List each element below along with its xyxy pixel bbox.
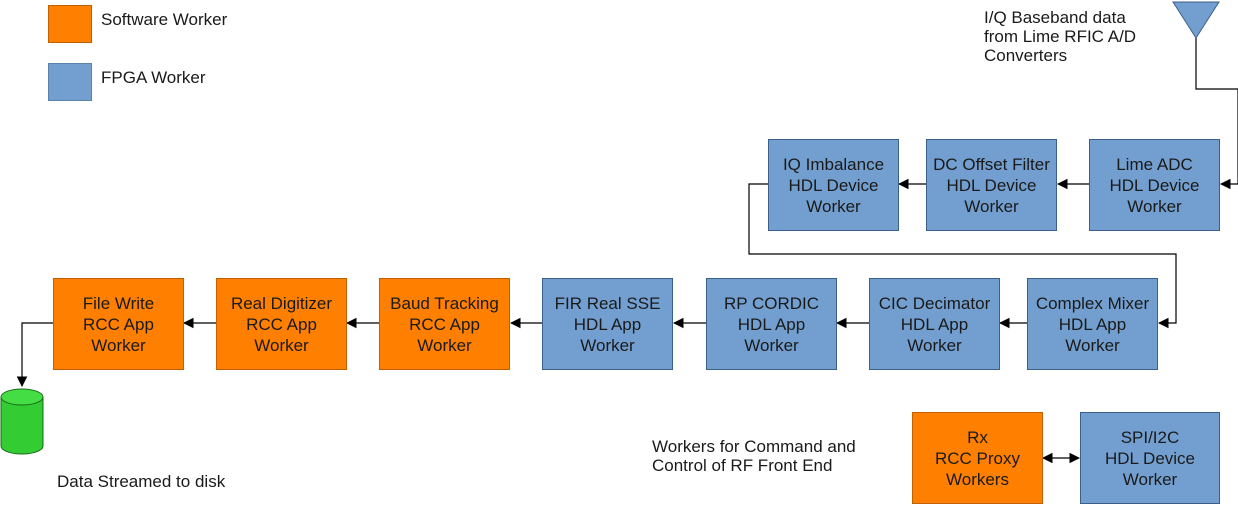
spi-i2c-worker[interactable]: SPI/I2C HDL Device Worker xyxy=(1080,412,1220,504)
connector-antenna-to-lime-adc xyxy=(1195,38,1238,190)
complex-mixer-worker[interactable]: Complex Mixer HDL App Worker xyxy=(1027,278,1158,370)
real-digitizer-worker[interactable]: Real Digitizer RCC App Worker xyxy=(216,278,347,370)
legend-software-label: Software Worker xyxy=(101,10,228,29)
antenna-icon xyxy=(1172,1,1220,39)
rp-cordic-worker[interactable]: RP CORDIC HDL App Worker xyxy=(706,278,837,370)
cic-decimator-worker[interactable]: CIC Decimator HDL App Worker xyxy=(869,278,1000,370)
legend-fpga-label: FPGA Worker xyxy=(101,68,206,87)
legend-fpga-swatch xyxy=(48,63,92,101)
disk-icon xyxy=(0,388,44,455)
control-label: Workers for Command and Control of RF Fr… xyxy=(652,437,856,475)
antenna-label: I/Q Baseband data from Lime RFIC A/D Con… xyxy=(984,8,1137,65)
iq-imbalance-worker[interactable]: IQ Imbalance HDL Device Worker xyxy=(768,139,899,231)
dc-offset-filter-worker[interactable]: DC Offset Filter HDL Device Worker xyxy=(926,139,1057,231)
lime-adc-worker[interactable]: Lime ADC HDL Device Worker xyxy=(1089,139,1220,231)
disk-label: Data Streamed to disk xyxy=(57,472,226,491)
baud-tracking-worker[interactable]: Baud Tracking RCC App Worker xyxy=(379,278,510,370)
connector-iq-imbalance-to-complex-mixer xyxy=(748,183,1177,329)
file-write-worker[interactable]: File Write RCC App Worker xyxy=(53,278,184,370)
fir-real-sse-worker[interactable]: FIR Real SSE HDL App Worker xyxy=(542,278,673,370)
rx-proxy-worker[interactable]: Rx RCC Proxy Workers xyxy=(912,412,1043,504)
legend-software-swatch xyxy=(48,5,92,43)
connector-file-write-to-disk xyxy=(16,322,53,388)
